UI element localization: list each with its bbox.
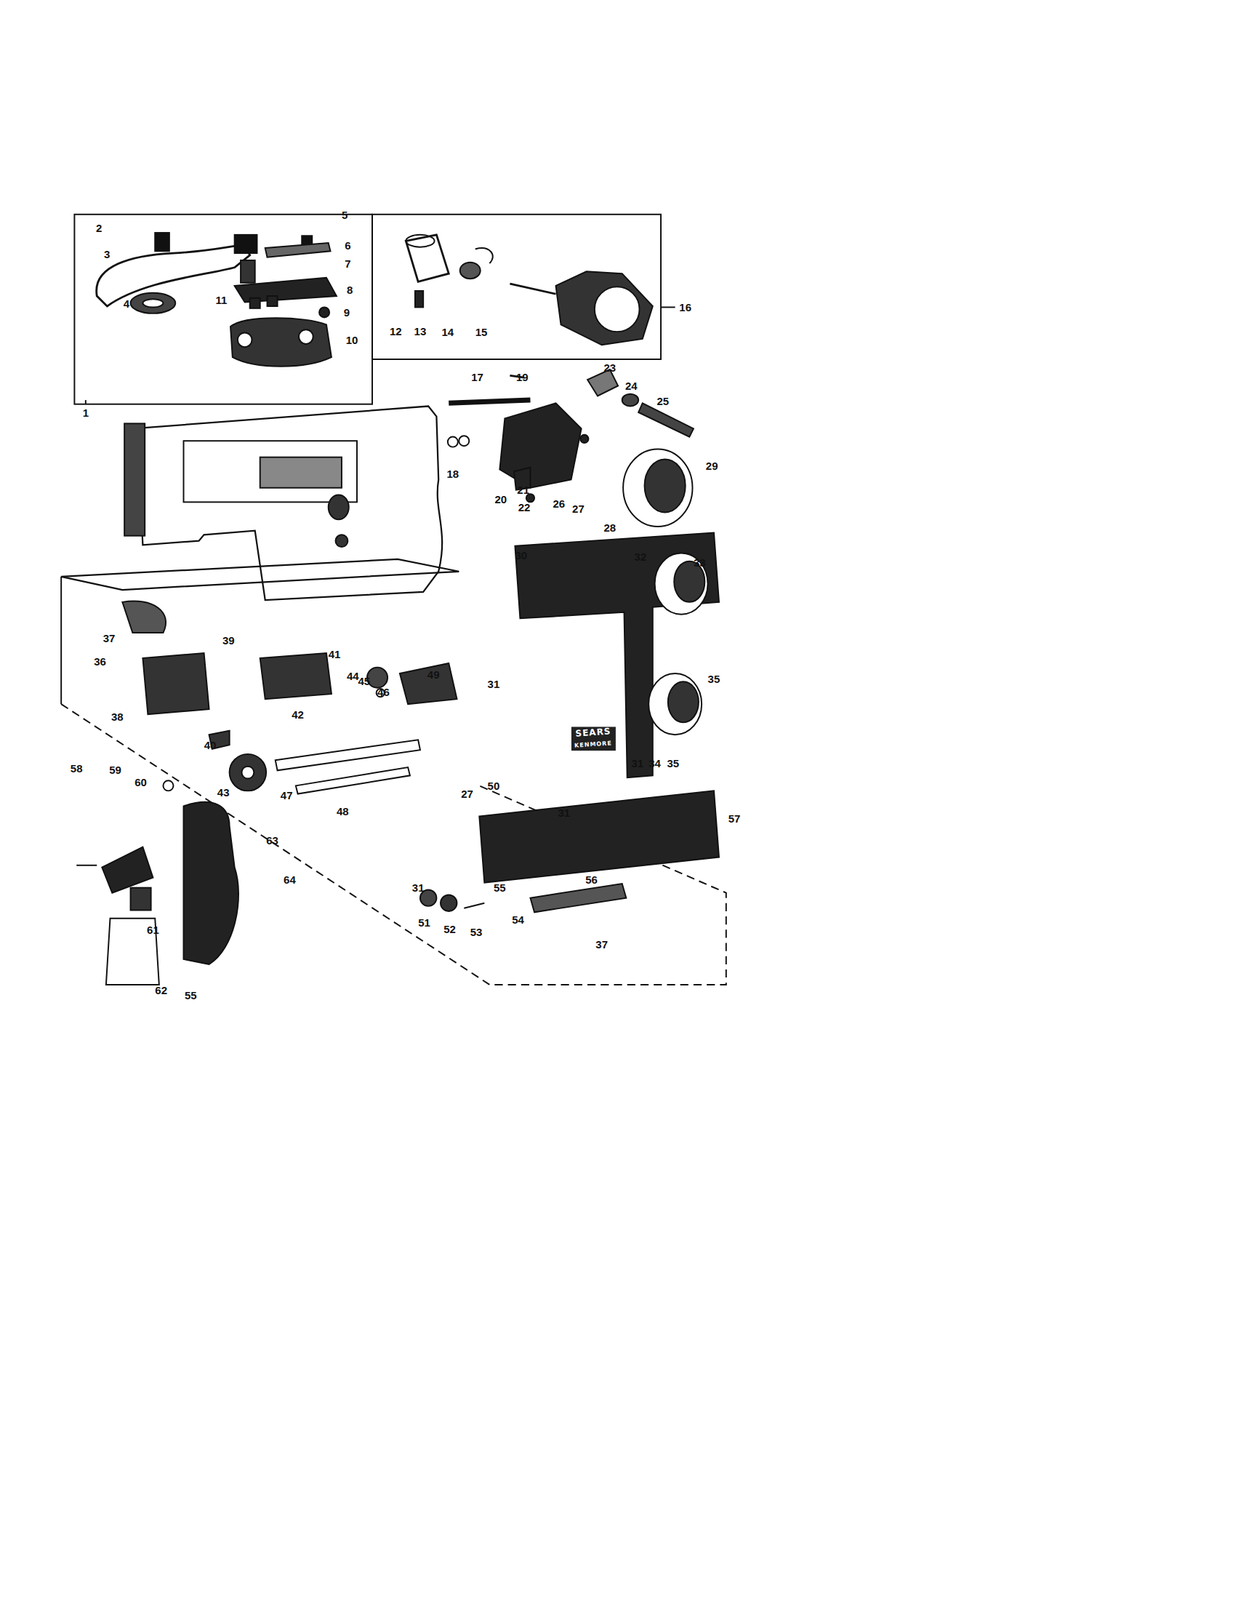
callout-number: 60	[134, 775, 147, 787]
callout-number: 54	[511, 913, 525, 925]
callout-number: 49	[427, 668, 440, 680]
callout-number: 2	[95, 221, 102, 233]
callout-number: 59	[109, 763, 122, 775]
callout-number: 55	[493, 881, 506, 893]
callout-number: 43	[217, 785, 230, 797]
callout-number: 57	[728, 812, 741, 824]
callout-number: 6	[344, 239, 351, 251]
callout-number: 42	[291, 708, 304, 720]
callout-number: 31	[412, 881, 425, 893]
callout-number: 31	[487, 677, 501, 689]
callout-number: 38	[111, 710, 124, 722]
callout-number: 19	[516, 370, 529, 382]
callout-number: 56	[585, 873, 598, 885]
callout-number: 58	[70, 762, 83, 774]
callout-number: 5	[341, 208, 348, 220]
callout-number: 53	[470, 925, 483, 937]
callout-number: 47	[280, 788, 293, 800]
callout-number: 28	[604, 521, 617, 533]
callout-number: 32	[634, 550, 648, 562]
callout-number: 48	[336, 805, 349, 817]
callout-number: 40	[204, 739, 217, 751]
callout-number: 12	[389, 324, 403, 336]
callout-number: 31	[631, 757, 644, 769]
callout-number: 37	[103, 631, 116, 643]
callout-number: 46	[377, 686, 390, 698]
callout-number: 62	[154, 983, 168, 995]
front-panel	[514, 532, 720, 778]
callout-number: 55	[184, 988, 198, 1000]
brand-text: SEARS	[575, 727, 613, 738]
callout-number: 50	[487, 780, 501, 791]
callout-number: 35	[708, 672, 721, 684]
callout-number: 44	[346, 669, 360, 681]
callout-number: 27	[572, 502, 585, 514]
callout-number: 15	[475, 325, 488, 337]
callout-number: 51	[418, 916, 431, 928]
callout-number: 27	[460, 788, 474, 799]
callout-number: 41	[328, 648, 341, 660]
callout-number: 24	[625, 380, 638, 392]
callout-number: 14	[441, 325, 454, 337]
callout-number: 45	[357, 674, 371, 686]
callout-number: 23	[604, 362, 617, 373]
callout-number: 18	[447, 467, 460, 479]
callout-number: 33	[693, 556, 706, 568]
callout-number: 17	[471, 370, 484, 382]
callout-number: 11	[215, 294, 227, 306]
callout-number: 26	[552, 497, 565, 509]
callout-number: 21	[516, 484, 530, 496]
callout-number: 25	[656, 395, 669, 407]
callout-number: 34	[648, 757, 661, 769]
callout-number: 35	[667, 757, 680, 769]
callout-number: 30	[514, 549, 528, 561]
callout-number: 10	[346, 334, 359, 346]
callout-number: 9	[343, 306, 350, 318]
callout-number: 7	[344, 257, 351, 269]
callout-number: 13	[414, 324, 427, 336]
callout-number: 37	[595, 937, 608, 949]
callout-number: 16	[679, 301, 692, 313]
callout-number: 63	[266, 833, 279, 845]
callout-number: 3	[103, 248, 110, 260]
inset-frame	[74, 214, 373, 405]
callout-number: 61	[146, 923, 160, 935]
callout-number: 52	[443, 922, 456, 934]
callout-number: 4	[123, 297, 130, 309]
callout-number: 39	[222, 633, 235, 645]
callout-number: 31	[557, 806, 570, 818]
callout-number: 36	[93, 655, 107, 667]
inset-frame	[372, 214, 661, 360]
callout-number: 29	[705, 459, 719, 471]
callout-number: 64	[283, 873, 296, 885]
callout-number: 1	[82, 406, 89, 418]
callout-number: 20	[494, 492, 507, 504]
callout-number: 8	[346, 284, 353, 296]
callout-number: 22	[518, 501, 531, 513]
